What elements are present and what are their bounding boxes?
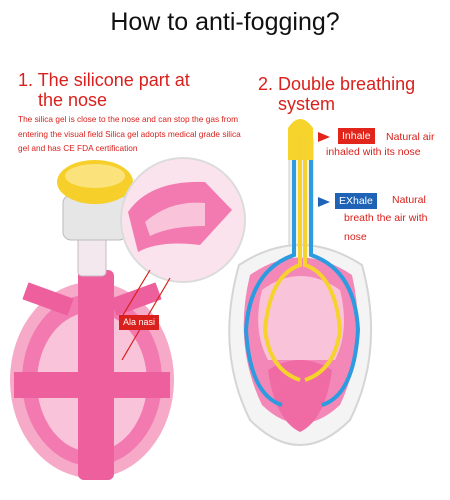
section1-heading-line2: the nose xyxy=(38,90,108,110)
silicone-cap xyxy=(57,160,133,241)
section2-heading-line1: 2. Double breathing xyxy=(258,74,416,94)
page-title: How to anti-fogging? xyxy=(110,8,340,36)
exhale-text-1: Natural xyxy=(392,194,426,206)
inhale-text-2: inhaled with its nose xyxy=(326,146,421,158)
section2-heading-line2: system xyxy=(278,94,336,114)
ala-nasi-label: Ala nasi xyxy=(119,315,160,330)
section1-description: The silica gel is close to the nose and … xyxy=(18,114,241,153)
inhale-tag: Inhale xyxy=(338,128,375,144)
exhale-text-3: nose xyxy=(344,231,367,243)
right-mask xyxy=(228,119,373,446)
section1-heading-line1: 1. The silicone part at xyxy=(18,70,190,90)
inhale-text-1: Natural air xyxy=(386,131,435,143)
exhale-text-2: breath the air with xyxy=(344,212,428,224)
zoom-circle xyxy=(119,157,246,361)
exhale-tag: EXhale xyxy=(335,193,377,209)
left-mask xyxy=(10,235,174,480)
